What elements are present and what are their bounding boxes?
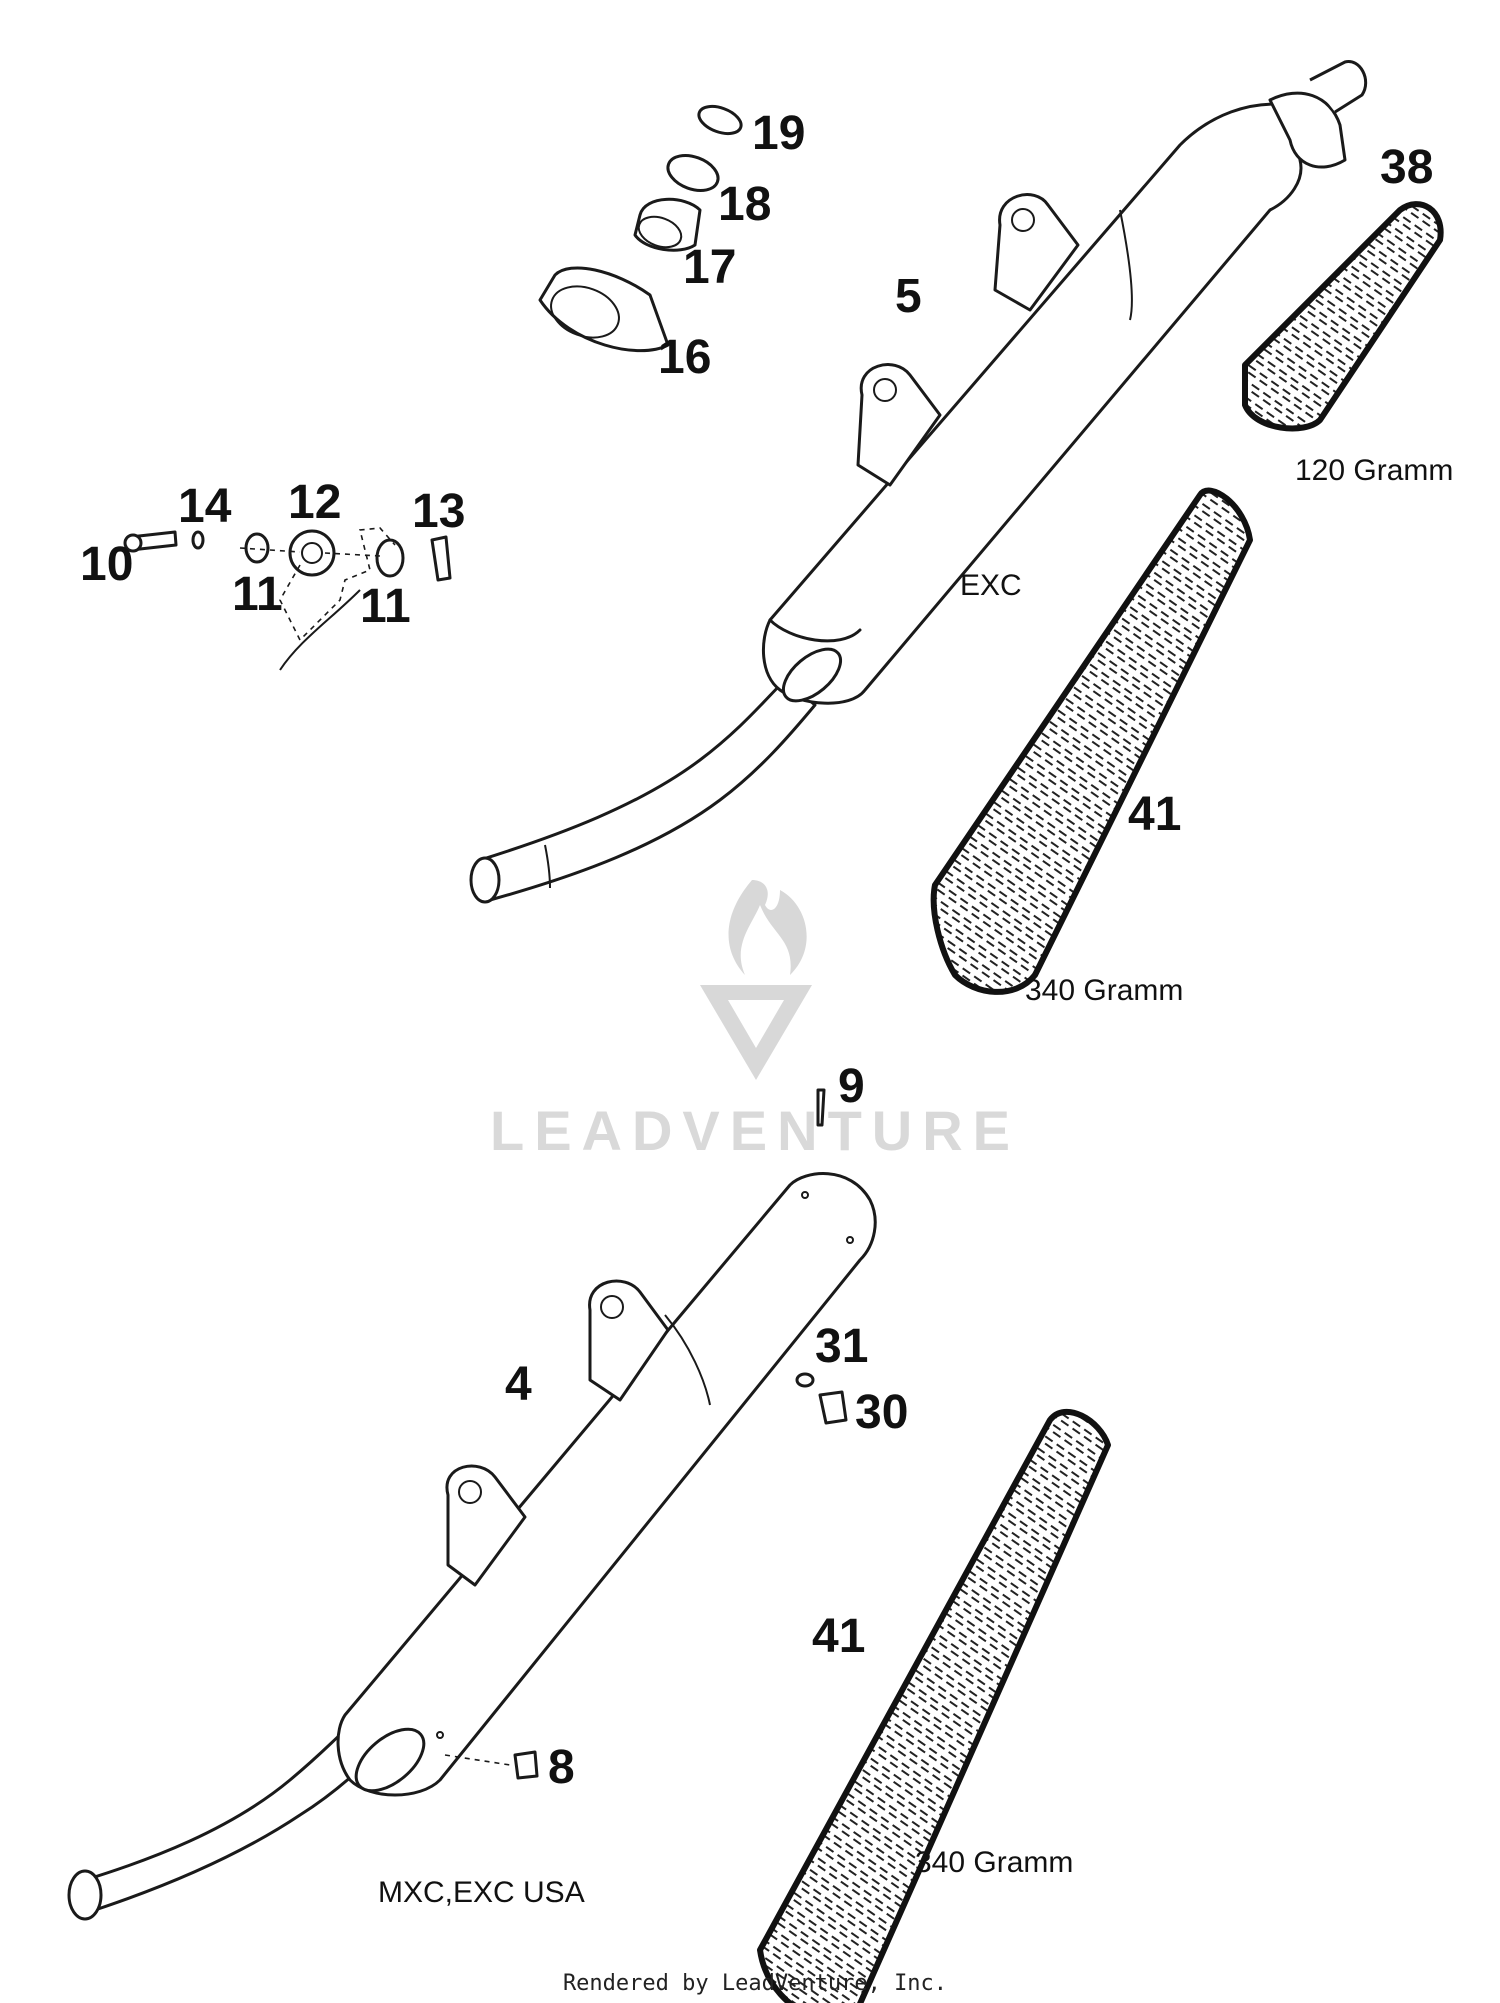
callout-5: 5 — [895, 270, 922, 323]
note-variant-bottom: MXC,EXC USA — [378, 1876, 585, 1909]
callout-38: 38 — [1380, 141, 1433, 194]
note-weight-large-bottom: 340 Gramm — [915, 1846, 1073, 1879]
muffler-mxc-exc-usa — [67, 1088, 877, 1921]
callout-14: 14 — [178, 480, 232, 533]
callout-31: 31 — [815, 1320, 868, 1373]
muffler-exc — [469, 60, 1368, 904]
render-credit: Rendered by LeadVenture, Inc. — [563, 1971, 947, 1996]
mount-hardware — [123, 527, 452, 671]
callout-19: 19 — [752, 107, 805, 160]
watermark-text: LEADVENTURE — [490, 1099, 1020, 1162]
silencer-packing-large-top — [930, 487, 1253, 995]
callout-13: 13 — [412, 485, 465, 538]
callout-11-right: 11 — [360, 580, 411, 633]
callout-41-bottom: 41 — [812, 1610, 865, 1663]
note-exc: EXC — [960, 569, 1022, 602]
callout-30: 30 — [855, 1386, 908, 1439]
callout-17: 17 — [683, 241, 736, 294]
callout-8: 8 — [548, 1741, 575, 1794]
callout-4: 4 — [505, 1358, 532, 1411]
silencer-packing-large-bottom — [757, 1408, 1111, 2003]
note-weight-large-top: 340 Gramm — [1025, 974, 1183, 1007]
callout-10: 10 — [80, 538, 133, 591]
callout-18: 18 — [718, 178, 771, 231]
callout-16: 16 — [658, 331, 711, 384]
callout-12: 12 — [288, 476, 341, 529]
exploded-grommet-set — [538, 104, 743, 353]
callout-41-top: 41 — [1128, 788, 1181, 841]
callout-9: 9 — [838, 1060, 865, 1113]
callout-11-left: 11 — [232, 568, 283, 621]
watermark-logo — [700, 880, 812, 1080]
silencer-packing-small — [1242, 201, 1444, 432]
note-weight-small: 120 Gramm — [1295, 454, 1453, 487]
